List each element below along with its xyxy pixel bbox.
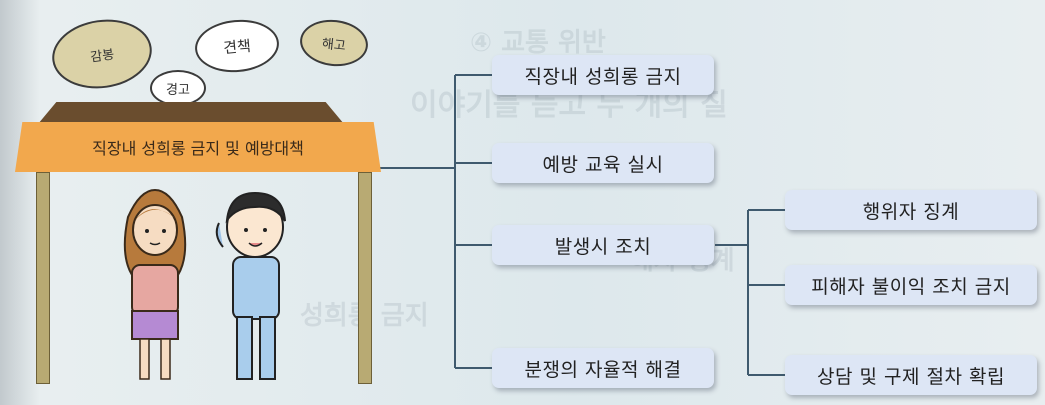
main-item-2-label: 예방 교육 실시 [542, 153, 664, 176]
man-figure [215, 191, 286, 380]
main-item-2: 예방 교육 실시 [492, 143, 714, 183]
pole-right [358, 172, 372, 384]
bubble-gyeonchaek: 견책 [192, 16, 282, 76]
signboard: 직장내 성희롱 금지 및 예방대책 [15, 122, 381, 172]
pole-left [36, 172, 50, 384]
signboard-label: 직장내 성희롱 금지 및 예방대책 [92, 139, 304, 158]
bubble-gyeonggo-label: 경고 [166, 82, 190, 98]
bubble-gambong: 감봉 [47, 13, 157, 95]
sub-item-2-label: 피해자 불이익 조치 금지 [811, 275, 1011, 298]
main-item-3: 발생시 조치 [492, 225, 714, 265]
main-item-4-label: 분쟁의 자율적 해결 [524, 358, 682, 381]
bubble-gyeonggo: 경고 [150, 70, 206, 106]
bubble-haego-label: 해고 [321, 36, 347, 54]
main-item-3-label: 발생시 조치 [554, 235, 652, 258]
woman-figure [123, 188, 187, 380]
sub-item-1: 행위자 징계 [785, 190, 1037, 230]
sub-item-3: 상담 및 구제 절차 확립 [785, 355, 1037, 395]
sub-item-1-label: 행위자 징계 [862, 200, 960, 223]
main-item-4: 분쟁의 자율적 해결 [492, 348, 714, 388]
bubble-gambong-label: 감봉 [89, 46, 116, 66]
illustration: 감봉 견책 해고 경고 직장내 성희롱 금지 및 예방대책 [0, 0, 400, 405]
main-item-1: 직장내 성희롱 금지 [492, 55, 714, 95]
sub-item-3-label: 상담 및 구제 절차 확립 [817, 365, 1005, 388]
page-shade [0, 0, 40, 405]
roof-top [38, 102, 344, 124]
bubble-gyeonchaek-label: 견책 [222, 36, 252, 57]
bubble-haego: 해고 [297, 16, 371, 70]
sub-item-2: 피해자 불이익 조치 금지 [785, 265, 1037, 305]
watermark-text-1: ④ 교통 위반 [470, 28, 606, 58]
main-item-1-label: 직장내 성희롱 금지 [524, 65, 682, 88]
